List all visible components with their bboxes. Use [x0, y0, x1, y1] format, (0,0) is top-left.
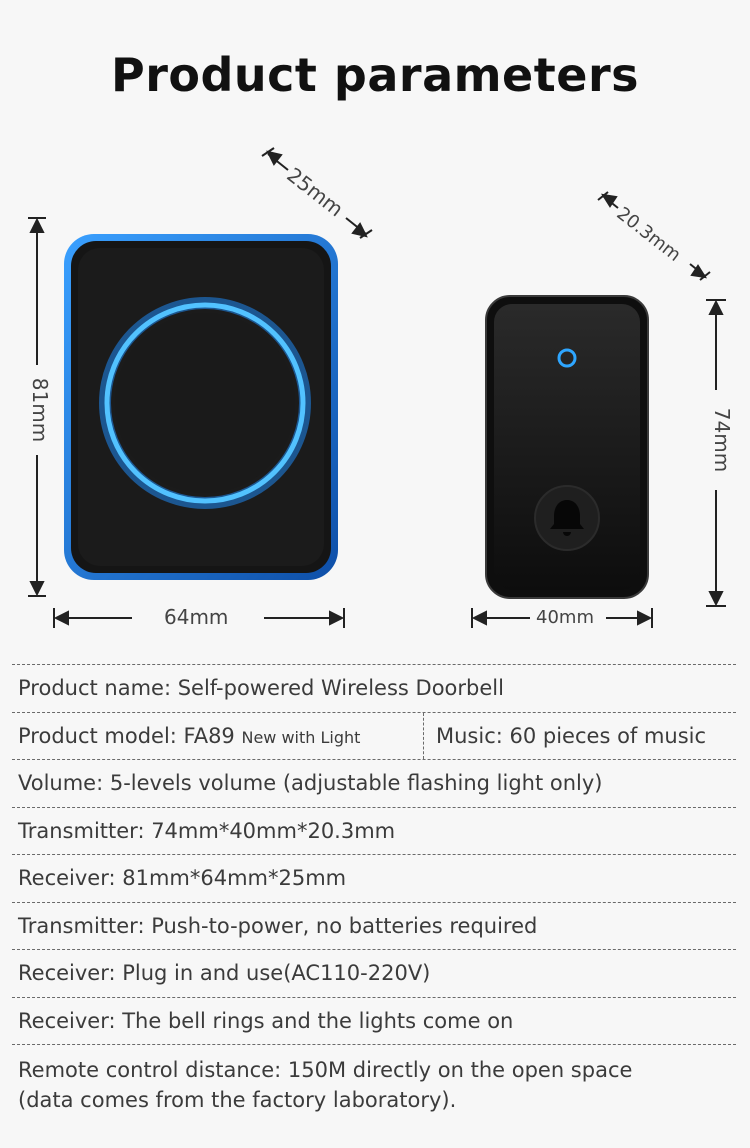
receiver-dimension-lines [28, 147, 373, 628]
spec-distance-line1: Remote control distance: 150M directly o… [18, 1058, 633, 1082]
transmitter-width-label: 40mm [536, 607, 594, 628]
transmitter-led-icon [557, 348, 577, 368]
spec-row-distance: Remote control distance: 150M directly o… [12, 1044, 736, 1115]
receiver-device [64, 234, 338, 580]
transmitter-dimension-lines [471, 191, 726, 628]
spec-music: Music: 60 pieces of music [436, 723, 707, 748]
receiver-height-label: 81mm [28, 377, 53, 443]
page-title: Product parameters [110, 48, 640, 102]
spec-receiver-power: Receiver: Plug in and use(AC110-220V) [18, 961, 431, 985]
spec-receiver-size: Receiver: 81mm*64mm*25mm [18, 866, 347, 890]
product-illustration [28, 147, 726, 628]
spec-row-receiver-size: Receiver: 81mm*64mm*25mm [12, 854, 736, 902]
spec-row-transmitter-power: Transmitter: Push-to-power, no batteries… [12, 901, 736, 950]
receiver-light-ring-core [104, 302, 306, 504]
bell-icon [550, 500, 584, 536]
spec-name: Product name: Self-powered Wireless Door… [18, 676, 504, 700]
spec-distance-line2: (data comes from the factory laboratory)… [18, 1088, 457, 1112]
spec-volume: Volume: 5-levels volume (adjustable flas… [18, 771, 603, 795]
spec-model-note: New with Light [241, 727, 361, 747]
spec-row-model-music: Product model: FA89 New with Light Music… [12, 711, 736, 759]
spec-transmitter-power: Transmitter: Push-to-power, no batteries… [18, 913, 538, 938]
spec-row-transmitter-size: Transmitter: 74mm*40mm*20.3mm [12, 806, 736, 855]
spec-row-receiver-function: Receiver: The bell rings and the lights … [12, 996, 736, 1045]
spec-receiver-function: Receiver: The bell rings and the lights … [18, 1008, 514, 1033]
spec-row-receiver-power: Receiver: Plug in and use(AC110-220V) [12, 949, 736, 997]
spec-table: Product name: Self-powered Wireless Door… [12, 664, 736, 1115]
spec-row-volume: Volume: 5-levels volume (adjustable flas… [12, 759, 736, 807]
transmitter-device [485, 295, 649, 599]
spec-transmitter-size: Transmitter: 74mm*40mm*20.3mm [18, 818, 396, 843]
transmitter-height-label: 74mm [710, 407, 735, 473]
receiver-width-label: 64mm [164, 605, 229, 629]
spec-model-cell: Product model: FA89 New with Light [18, 712, 424, 759]
spec-row-name: Product name: Self-powered Wireless Door… [12, 664, 736, 712]
spec-model: Product model: FA89 [18, 723, 235, 748]
